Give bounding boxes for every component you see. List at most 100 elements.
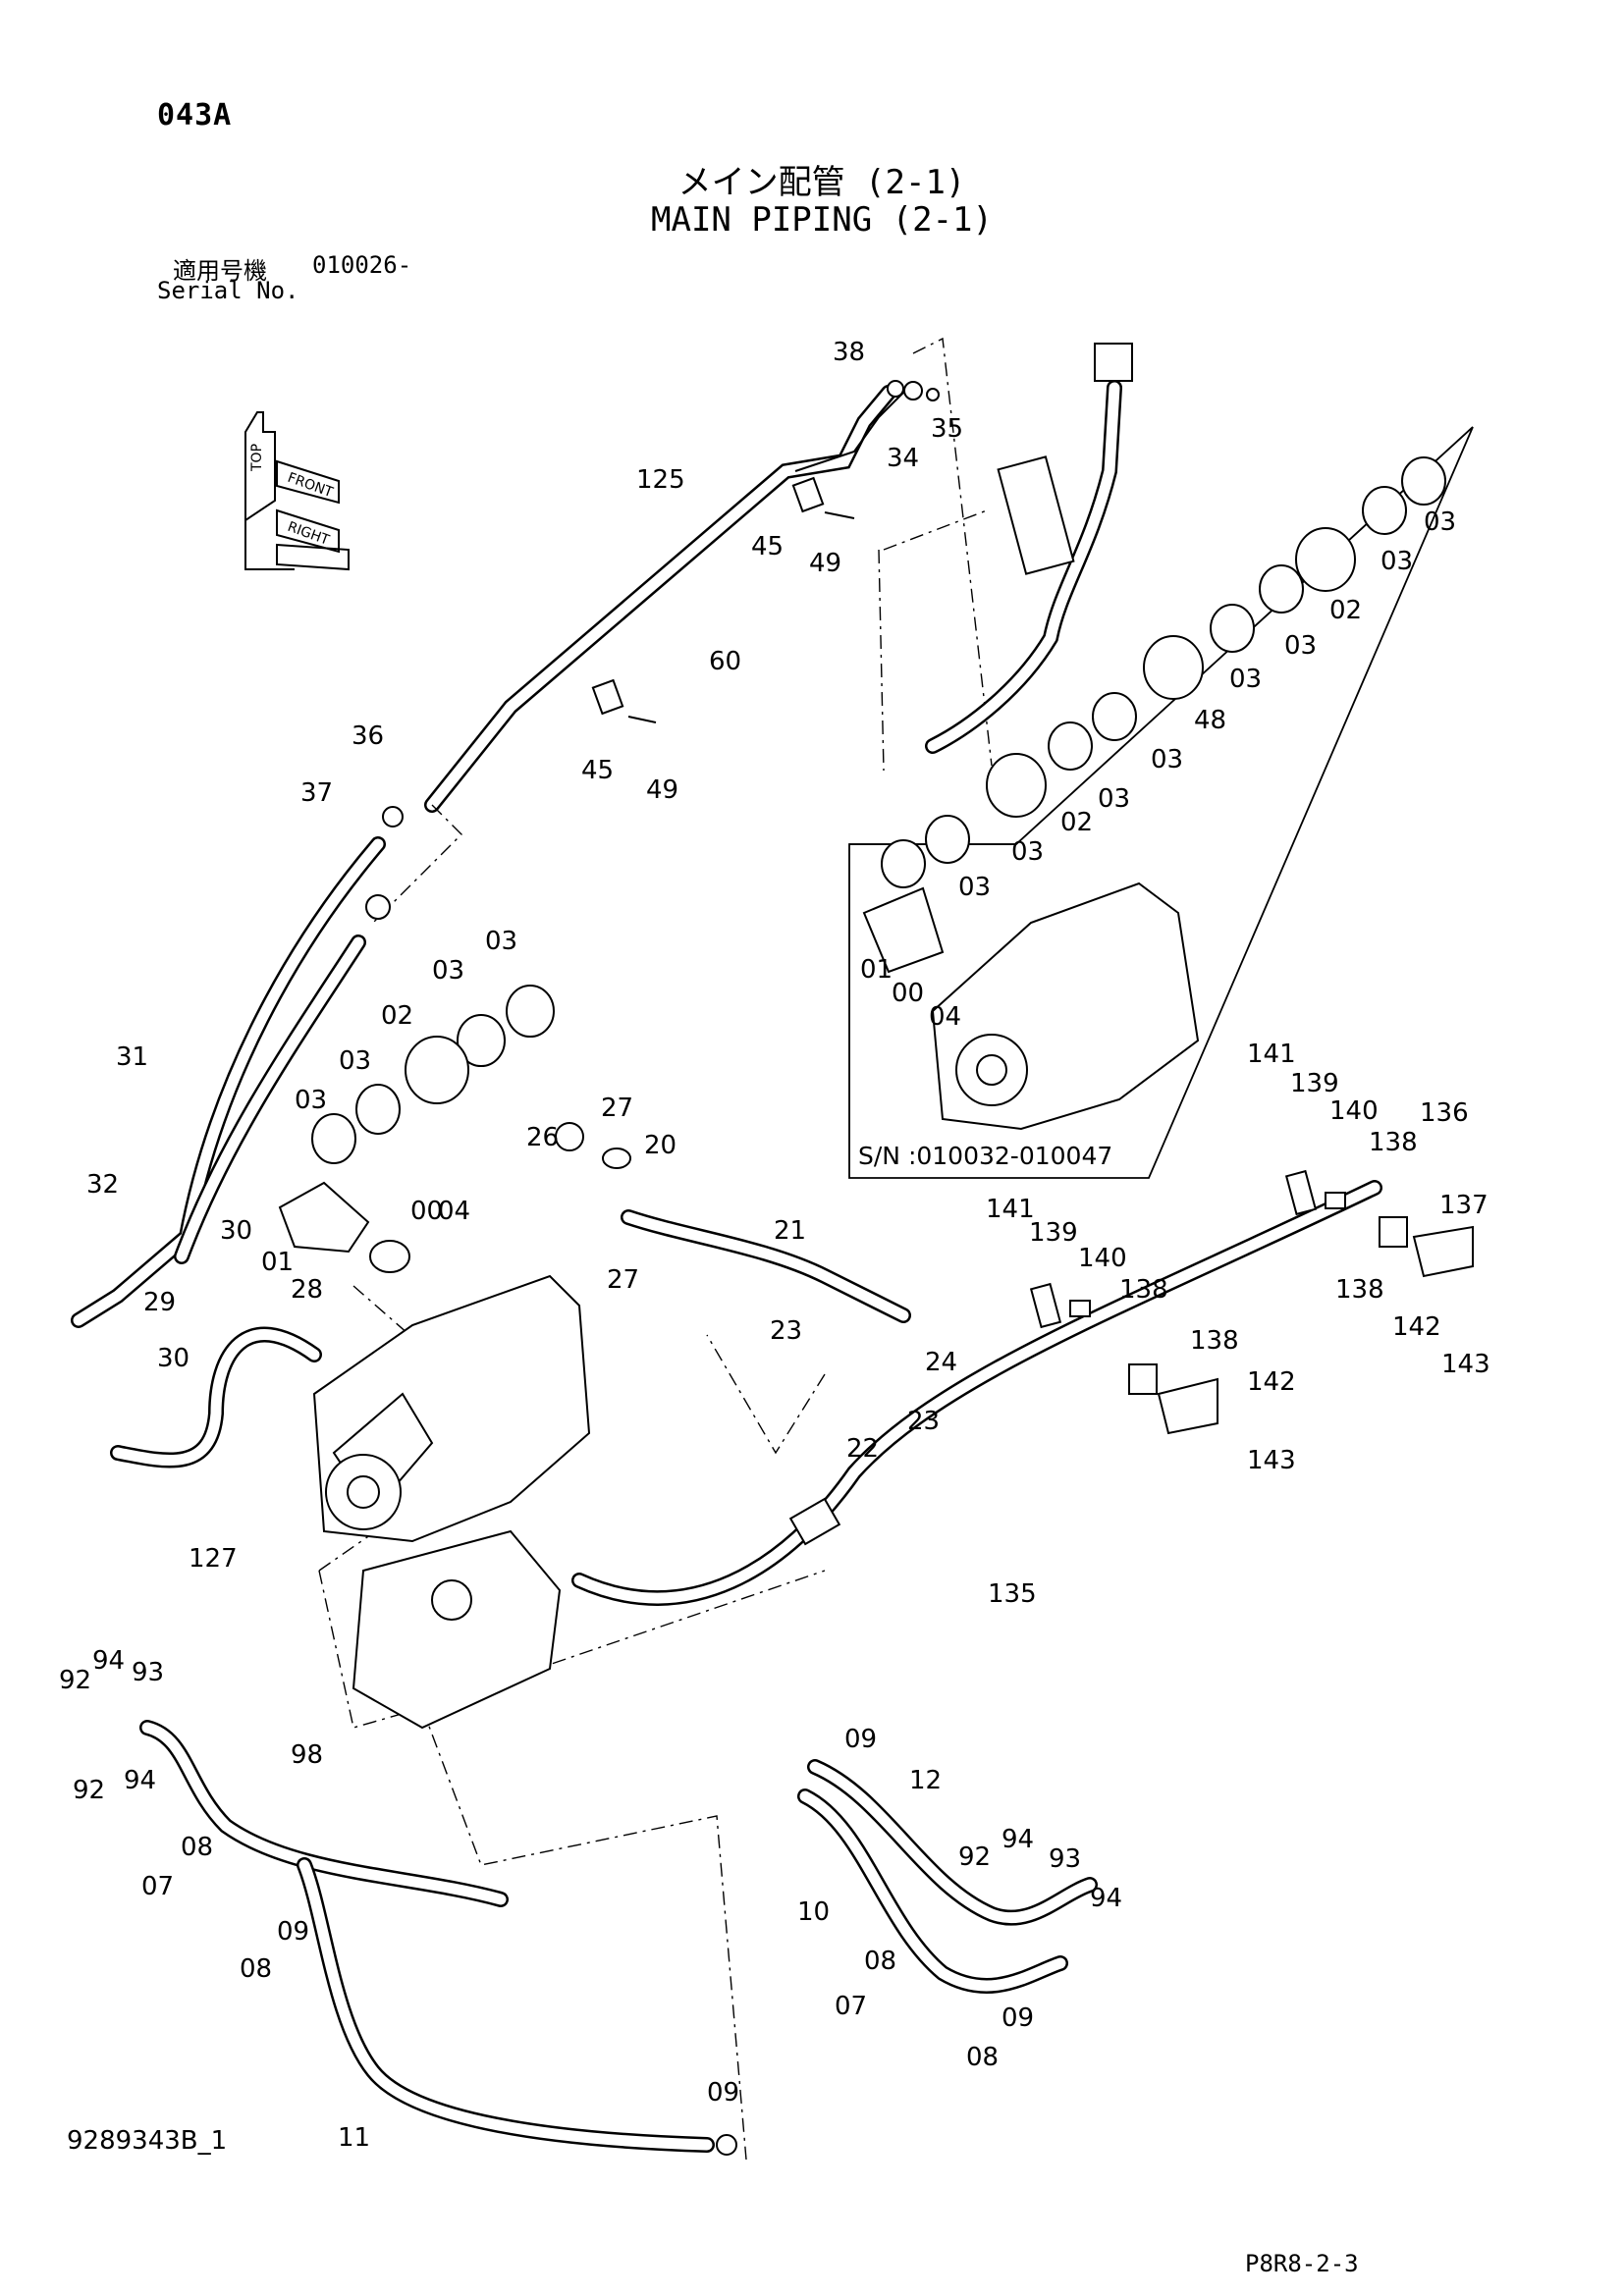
inset-callout-00: 00 (892, 979, 924, 1008)
hose-10-12 (797, 1759, 1098, 1994)
inset-callout-03-e: 03 (1151, 745, 1183, 774)
callout-125: 125 (636, 465, 685, 495)
callout-60: 60 (709, 647, 741, 676)
callout-27-a: 27 (601, 1094, 633, 1123)
inset-callout-03-d: 03 (1229, 665, 1262, 694)
serial-label-english: Serial No. (157, 277, 299, 304)
callout-08-c: 08 (864, 1947, 896, 1976)
callout-94-d: 94 (1090, 1884, 1122, 1913)
orientation-top-label: TOP (249, 444, 265, 472)
inset-callout-02-a: 02 (1329, 596, 1362, 625)
callout-143-a: 143 (1441, 1350, 1490, 1379)
clamp-brackets (1029, 1169, 1474, 1435)
callout-142-b: 142 (1247, 1367, 1296, 1397)
callout-137: 137 (1439, 1191, 1489, 1220)
callout-45-upper: 45 (751, 532, 784, 561)
orientation-indicator: TOP FRONT RIGHT (244, 411, 350, 571)
callout-92-b: 92 (73, 1776, 105, 1805)
inset-serial-range: S/N :010032-010047 (858, 1142, 1112, 1170)
callout-31: 31 (116, 1042, 148, 1072)
top-fittings (591, 380, 940, 723)
callout-08-d: 08 (966, 2043, 999, 2072)
callout-29: 29 (143, 1288, 176, 1317)
callout-127: 127 (189, 1544, 238, 1574)
inset-callout-03-g: 03 (1011, 837, 1044, 867)
callout-94-a: 94 (92, 1646, 125, 1676)
callout-136: 136 (1420, 1098, 1469, 1128)
callout-141-a: 141 (1247, 1040, 1296, 1069)
inset-rings (881, 456, 1446, 888)
callout-07-a: 07 (141, 1872, 174, 1901)
callout-49-upper: 49 (809, 549, 841, 578)
callout-45-lower: 45 (581, 756, 614, 785)
callout-09-a: 09 (277, 1917, 309, 1947)
callout-98: 98 (291, 1740, 323, 1770)
callout-26: 26 (526, 1123, 559, 1152)
callout-28: 28 (291, 1275, 323, 1305)
callout-04-a: 04 (438, 1197, 470, 1226)
inset-callout-03-a: 03 (1424, 507, 1456, 537)
callout-36: 36 (352, 721, 384, 751)
callout-24: 24 (925, 1348, 957, 1377)
callout-09-d: 09 (1001, 2003, 1034, 2033)
orientation-front-label: FRONT (286, 470, 336, 502)
callout-139-b: 139 (1029, 1218, 1078, 1248)
main-pump (312, 1274, 591, 1730)
callout-135: 135 (988, 1579, 1037, 1609)
callout-23-a: 23 (770, 1316, 802, 1346)
callout-140-a: 140 (1329, 1096, 1379, 1126)
callout-22: 22 (846, 1434, 879, 1464)
callout-08-a: 08 (181, 1833, 213, 1862)
callout-09-b: 09 (707, 2078, 739, 2108)
inset-callout-03-f: 03 (1098, 784, 1130, 814)
callout-30-a: 30 (220, 1216, 252, 1246)
callout-141-b: 141 (986, 1195, 1035, 1224)
callout-92-a: 92 (59, 1666, 91, 1695)
callout-01-a: 01 (261, 1248, 294, 1277)
hose-11 (297, 1857, 737, 2156)
hose-98 (139, 1720, 509, 1907)
serial-label-japanese: 適用号機 (173, 257, 267, 285)
inset-callout-03-c: 03 (1284, 631, 1317, 661)
callout-03-b: 03 (432, 956, 464, 986)
callout-09-c: 09 (844, 1725, 877, 1754)
callout-10: 10 (797, 1897, 830, 1927)
callout-03-c: 03 (339, 1046, 371, 1076)
callout-94-c: 94 (1001, 1825, 1034, 1854)
inset-callout-02-b: 02 (1060, 808, 1093, 837)
callout-23-b: 23 (907, 1407, 940, 1436)
callout-03-d: 03 (295, 1086, 327, 1115)
inset-callout-01: 01 (860, 955, 893, 985)
callout-08-b: 08 (240, 1954, 272, 1984)
callout-20: 20 (644, 1131, 677, 1160)
callout-11: 11 (338, 2123, 370, 2153)
callout-03-a: 03 (485, 927, 517, 956)
page-code: 043A (157, 98, 233, 133)
title-english: MAIN PIPING (2-1) (651, 200, 993, 240)
callout-138-a: 138 (1369, 1128, 1418, 1157)
callout-21: 21 (774, 1216, 806, 1246)
serial-from: 010026- (312, 251, 412, 279)
inset-hose (925, 343, 1133, 754)
callout-93-b: 93 (1049, 1844, 1081, 1874)
callout-138-c: 138 (1119, 1275, 1168, 1305)
callout-27-b: 27 (607, 1265, 639, 1295)
callout-34: 34 (887, 444, 919, 473)
callout-138-b: 138 (1335, 1275, 1384, 1305)
callout-32: 32 (86, 1170, 119, 1200)
callout-07-b: 07 (835, 1992, 867, 2021)
callout-92-c: 92 (958, 1842, 991, 1872)
hose-127 (110, 1326, 322, 1468)
callout-35: 35 (931, 414, 963, 444)
inset-callout-48: 48 (1194, 706, 1226, 735)
callout-38: 38 (833, 338, 865, 367)
callout-02-a: 02 (381, 1001, 413, 1031)
sheet-reference: P8R8-2-3 (1245, 2250, 1359, 2277)
callout-142-a: 142 (1392, 1312, 1441, 1342)
inset-callout-03-b: 03 (1380, 547, 1413, 576)
callout-94-b: 94 (124, 1766, 156, 1795)
callout-12: 12 (909, 1766, 942, 1795)
ring-set-left (278, 985, 555, 1273)
hose-31-32 (71, 806, 404, 1328)
